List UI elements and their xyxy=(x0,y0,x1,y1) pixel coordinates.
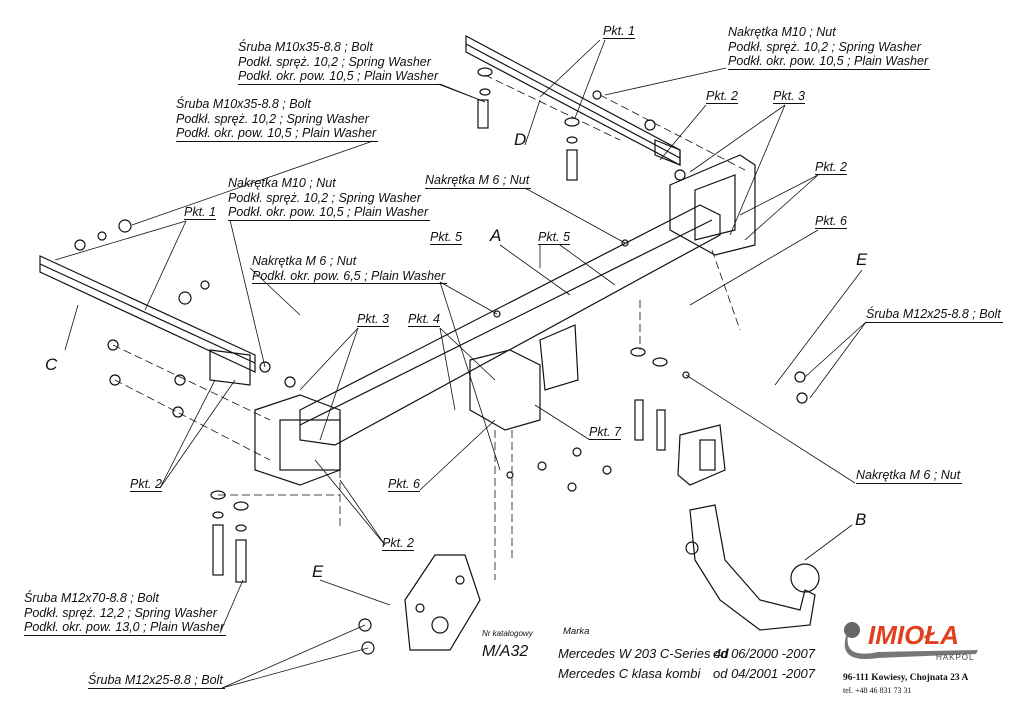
label-pkt-7: Pkt. 7 xyxy=(589,425,621,440)
label-pkt-4: Pkt. 4 xyxy=(408,312,440,327)
callout-line: Nakrętka M10 ; Nut xyxy=(228,176,336,190)
label-pkt-3-top: Pkt. 3 xyxy=(773,89,805,104)
logo-text: IMIOŁA xyxy=(868,620,959,650)
company-address: 96-111 Kowiesy, Chojnata 23 A xyxy=(843,673,969,683)
callout-line: Podkł. okr. pow. 10,5 ; Plain Washer xyxy=(728,54,931,70)
callout-nut-m6-right: Nakrętka M 6 ; Nut xyxy=(856,468,963,484)
label-pkt-5-a: Pkt. 5 xyxy=(430,230,462,245)
callout-line: Podkł. spręż. 10,2 ; Spring Washer xyxy=(228,190,421,205)
callout-line: Podkł. okr. pow. 10,5 ; Plain Washer xyxy=(176,126,379,142)
label-pkt-2-top: Pkt. 2 xyxy=(706,89,738,104)
callout-bolt-m12x25-right: Śruba M12x25-8.8 ; Bolt xyxy=(866,307,1003,323)
catalog-number: M/A32 xyxy=(482,643,529,660)
callout-line: Podkł. spręż. 10,2 ; Spring Washer xyxy=(238,54,431,69)
ball-receiver-bracket xyxy=(677,424,726,486)
part-letter-d: D xyxy=(514,130,527,149)
callout-line: Podkł. okr. pow. 13,0 ; Plain Washer xyxy=(24,620,227,636)
date-2: od 04/2001 -2007 xyxy=(713,666,815,681)
callout-line: Podkł. spręż. 12,2 ; Spring Washer xyxy=(24,605,217,620)
callout-nut-m6-washer: Nakrętka M 6 ; Nut Podkł. okr. pow. 6,5 … xyxy=(252,254,448,284)
company-phone: tel. +48 46 831 73 31 xyxy=(843,686,912,695)
brand-label: Marka xyxy=(563,626,590,637)
label-pkt-6-mid: Pkt. 6 xyxy=(388,477,420,492)
callout-line: Śruba M10x35-8.8 ; Bolt xyxy=(176,97,311,111)
label-pkt-5-b: Pkt. 5 xyxy=(538,230,570,245)
assembly-lines xyxy=(112,74,746,580)
callout-line: Nakrętka M10 ; Nut xyxy=(728,25,836,39)
detachable-ball-b xyxy=(685,504,820,631)
part-letter-e-left: E xyxy=(312,562,324,581)
callout-nut-m10-top: Nakrętka M10 ; Nut Podkł. spręż. 10,2 ; … xyxy=(728,25,931,70)
part-letter-e-right: E xyxy=(856,250,868,269)
catalog-label: Nr katalogowy xyxy=(482,629,533,638)
date-1: od 06/2000 -2007 xyxy=(713,646,815,661)
label-pkt-2-bottom: Pkt. 2 xyxy=(382,536,414,551)
mounting-bar-d xyxy=(465,35,681,166)
callout-nut-m6-top: Nakrętka M 6 ; Nut xyxy=(425,173,532,189)
part-letter-a: A xyxy=(490,226,502,245)
socket-plate xyxy=(404,554,481,651)
callout-line: Podkł. spręż. 10,2 ; Spring Washer xyxy=(728,39,921,54)
model-2: Mercedes C klasa kombi xyxy=(558,666,701,681)
label-pkt-1-top: Pkt. 1 xyxy=(603,24,635,39)
tow-hook-logo-icon: IMIOŁA HAKPOL xyxy=(844,620,978,662)
callout-line: Podkł. okr. pow. 10,5 ; Plain Washer xyxy=(238,69,441,85)
callout-line: Nakrętka M 6 ; Nut xyxy=(252,254,357,268)
mounting-bar-c xyxy=(39,255,256,386)
callout-line: Podkł. spręż. 10,2 ; Spring Washer xyxy=(176,111,369,126)
imiola-logo: IMIOŁA HAKPOL xyxy=(838,614,978,664)
logo-sub: HAKPOL xyxy=(936,653,974,662)
callout-line: Podkł. okr. pow. 6,5 ; Plain Washer xyxy=(252,268,448,284)
leader-lines xyxy=(54,39,867,689)
callout-bolt-m12x25-bottom: Śruba M12x25-8.8 ; Bolt xyxy=(88,673,225,689)
callout-line: Podkł. okr. pow. 10,5 ; Plain Washer xyxy=(228,205,431,221)
label-pkt-2-left: Pkt. 2 xyxy=(130,477,162,492)
callout-line: Śruba M10x35-8.8 ; Bolt xyxy=(238,40,373,54)
label-pkt-1-left: Pkt. 1 xyxy=(184,205,216,220)
label-pkt-6-right: Pkt. 6 xyxy=(815,214,847,229)
part-letter-c: C xyxy=(45,355,58,374)
part-letter-b: B xyxy=(855,510,867,529)
bolts-and-washers xyxy=(74,67,808,655)
socket-bracket xyxy=(469,324,579,431)
callout-bolt-m12x70: Śruba M12x70-8.8 ; Bolt Podkł. spręż. 12… xyxy=(24,591,227,636)
callout-nut-m10-left: Nakrętka M10 ; Nut Podkł. spręż. 10,2 ; … xyxy=(228,176,431,221)
label-pkt-2-right: Pkt. 2 xyxy=(815,160,847,175)
callout-bolt-m10-top: Śruba M10x35-8.8 ; Bolt Podkł. spręż. 10… xyxy=(238,40,441,85)
callout-bolt-m10-left: Śruba M10x35-8.8 ; Bolt Podkł. spręż. 10… xyxy=(176,97,379,142)
callout-line: Śruba M12x70-8.8 ; Bolt xyxy=(24,591,159,605)
model-1: Mercedes W 203 C-Series 4d xyxy=(558,646,729,661)
label-pkt-3-mid: Pkt. 3 xyxy=(357,312,389,327)
